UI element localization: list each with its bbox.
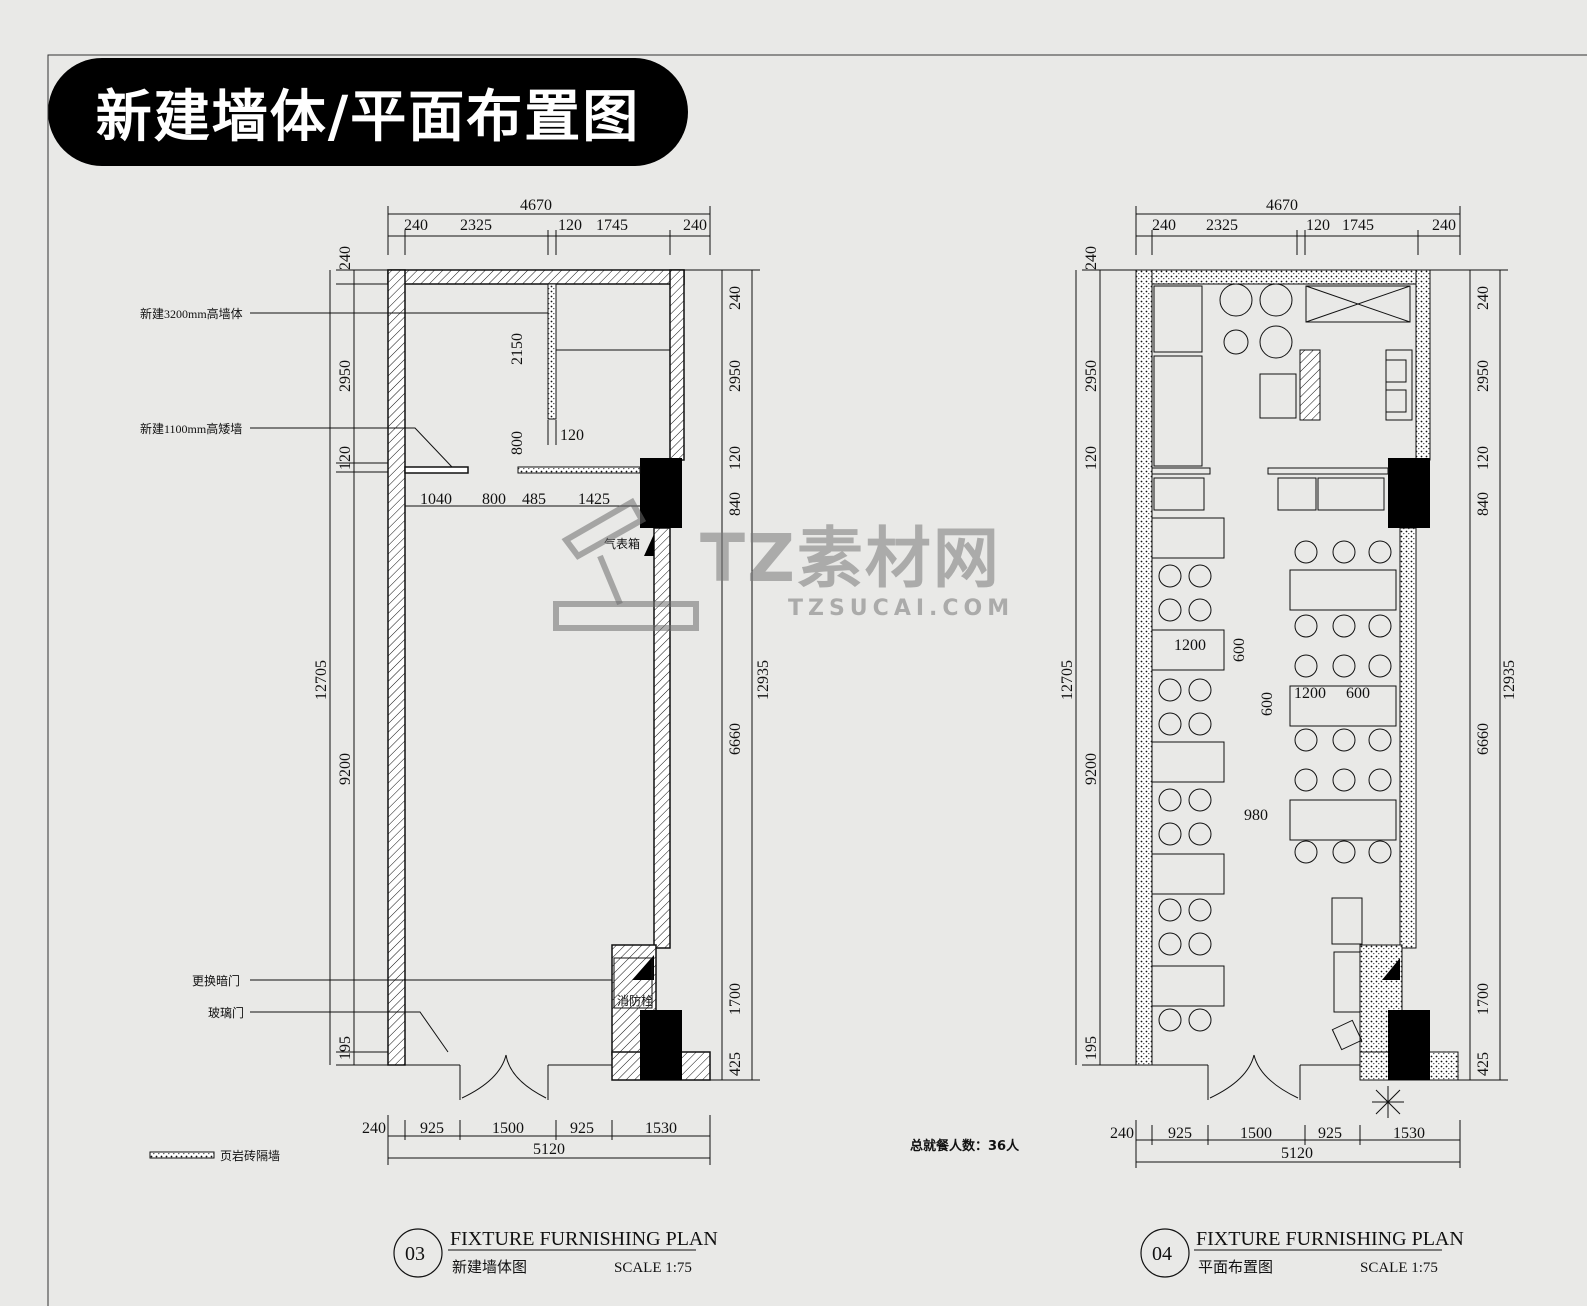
dim-right-seg: 120 bbox=[727, 446, 744, 470]
plan-title-cn: 新建墙体图 bbox=[452, 1259, 527, 1276]
watermark-logo-icon bbox=[553, 497, 699, 631]
inner-dim: 1040 bbox=[420, 491, 452, 508]
dim-left-seg: 120 bbox=[1083, 446, 1100, 470]
dim-top-seg: 120 bbox=[558, 217, 582, 234]
dim-right-seg: 2950 bbox=[727, 360, 744, 392]
dim-top-total: 4670 bbox=[1266, 197, 1298, 214]
dim-top-total: 4670 bbox=[520, 197, 552, 214]
dim-top-seg: 1745 bbox=[596, 217, 628, 234]
column bbox=[1388, 458, 1430, 528]
inner-dim: 980 bbox=[1244, 807, 1268, 824]
column bbox=[640, 1010, 682, 1080]
dim-bottom-seg: 925 bbox=[570, 1120, 594, 1137]
inner-dim: 485 bbox=[522, 491, 546, 508]
dim-bottom-seg: 1500 bbox=[1240, 1125, 1272, 1142]
dim-top-seg: 2325 bbox=[1206, 217, 1238, 234]
dim-bottom-seg: 1530 bbox=[645, 1120, 677, 1137]
dim-bottom-seg: 1500 bbox=[492, 1120, 524, 1137]
dim-left-seg: 2950 bbox=[337, 360, 354, 392]
plan-number: 04 bbox=[1152, 1243, 1172, 1265]
label-replace-door: 更换暗门 bbox=[192, 973, 240, 988]
plan-03: 4670 240 2325 120 1745 240 240 2950 120 … bbox=[140, 197, 772, 1278]
dim-bottom-seg: 1530 bbox=[1393, 1125, 1425, 1142]
plan-scale: SCALE 1:75 bbox=[614, 1260, 692, 1276]
dim-right-total: 12935 bbox=[755, 660, 772, 700]
dim-right-seg: 6660 bbox=[1475, 723, 1492, 755]
label-new-wall-3200: 新建3200mm高墙体 bbox=[140, 306, 243, 321]
inner-dim: 1200 bbox=[1174, 637, 1206, 654]
inner-dim: 120 bbox=[560, 427, 584, 444]
dim-bottom-total: 5120 bbox=[1281, 1145, 1313, 1162]
dim-right-seg: 425 bbox=[727, 1052, 744, 1076]
dim-right-seg: 6660 bbox=[727, 723, 744, 755]
dim-bottom-seg: 925 bbox=[420, 1120, 444, 1137]
dim-left-seg: 9200 bbox=[1083, 753, 1100, 785]
plan-title-en: FIXTURE FURNISHING PLAN bbox=[450, 1228, 718, 1250]
dim-right-seg: 840 bbox=[1475, 492, 1492, 516]
dim-top-seg: 1745 bbox=[1342, 217, 1374, 234]
sheet-frame bbox=[47, 54, 1587, 1306]
dim-top-seg: 240 bbox=[683, 217, 707, 234]
watermark-url: TZSUCAI.COM bbox=[788, 596, 1015, 621]
dim-right-seg: 1700 bbox=[1475, 983, 1492, 1015]
dim-bottom-seg: 925 bbox=[1318, 1125, 1342, 1142]
dim-left-seg: 195 bbox=[337, 1036, 354, 1060]
plant-icon bbox=[1372, 1086, 1404, 1118]
dim-right-seg: 840 bbox=[727, 492, 744, 516]
dim-bottom-seg: 925 bbox=[1168, 1125, 1192, 1142]
inner-dim: 600 bbox=[1346, 685, 1370, 702]
plan-04: 4670 240 2325 120 1745 240 240 2950 120 … bbox=[910, 197, 1518, 1278]
plan-number: 03 bbox=[405, 1243, 425, 1265]
dim-left-seg: 240 bbox=[337, 246, 354, 270]
inner-dim: 600 bbox=[1259, 692, 1276, 716]
dim-left-seg: 195 bbox=[1083, 1036, 1100, 1060]
inner-dim: 2150 bbox=[509, 333, 526, 365]
dim-top-seg: 240 bbox=[404, 217, 428, 234]
dim-right-seg: 240 bbox=[727, 286, 744, 310]
dim-right-seg: 240 bbox=[1475, 286, 1492, 310]
inner-dim: 1425 bbox=[578, 491, 610, 508]
label-glass-door: 玻璃门 bbox=[208, 1005, 244, 1020]
dim-left-total: 12705 bbox=[1059, 660, 1076, 700]
inner-dim: 1200 bbox=[1294, 685, 1326, 702]
dim-bottom-seg: 240 bbox=[1110, 1125, 1134, 1142]
dim-bottom-seg: 240 bbox=[362, 1120, 386, 1137]
dim-left-seg: 2950 bbox=[1083, 360, 1100, 392]
plan-title-cn: 平面布置图 bbox=[1198, 1259, 1273, 1276]
legend-label: 页岩砖隔墙 bbox=[220, 1148, 280, 1163]
column bbox=[640, 458, 682, 528]
dim-right-seg: 1700 bbox=[727, 983, 744, 1015]
dim-right-total: 12935 bbox=[1501, 660, 1518, 700]
dim-left-seg: 240 bbox=[1083, 246, 1100, 270]
dim-right-seg: 2950 bbox=[1475, 360, 1492, 392]
dim-left-seg: 9200 bbox=[337, 753, 354, 785]
dim-left-seg: 120 bbox=[337, 446, 354, 470]
column bbox=[1388, 1010, 1430, 1080]
dim-bottom-total: 5120 bbox=[533, 1141, 565, 1158]
dim-top-seg: 120 bbox=[1306, 217, 1330, 234]
label-hydrant: 消防栓 bbox=[617, 993, 653, 1008]
seating-note: 总就餐人数：36人 bbox=[910, 1138, 1020, 1154]
watermark-brand: TZ素材网 bbox=[700, 520, 1001, 597]
dim-top-seg: 240 bbox=[1152, 217, 1176, 234]
inner-dim: 800 bbox=[482, 491, 506, 508]
plan-title-en: FIXTURE FURNISHING PLAN bbox=[1196, 1228, 1464, 1250]
page-title: 新建墙体/平面布置图 bbox=[48, 58, 688, 166]
plan-scale: SCALE 1:75 bbox=[1360, 1260, 1438, 1276]
dim-top-seg: 2325 bbox=[460, 217, 492, 234]
inner-dim: 600 bbox=[1231, 638, 1248, 662]
dim-right-seg: 425 bbox=[1475, 1052, 1492, 1076]
dim-left-total: 12705 bbox=[313, 660, 330, 700]
label-new-wall-1100: 新建1100mm高矮墙 bbox=[140, 421, 242, 436]
chairs bbox=[1158, 540, 1392, 1032]
inner-dim: 800 bbox=[509, 431, 526, 455]
dim-right-seg: 120 bbox=[1475, 446, 1492, 470]
dim-top-seg: 240 bbox=[1432, 217, 1456, 234]
